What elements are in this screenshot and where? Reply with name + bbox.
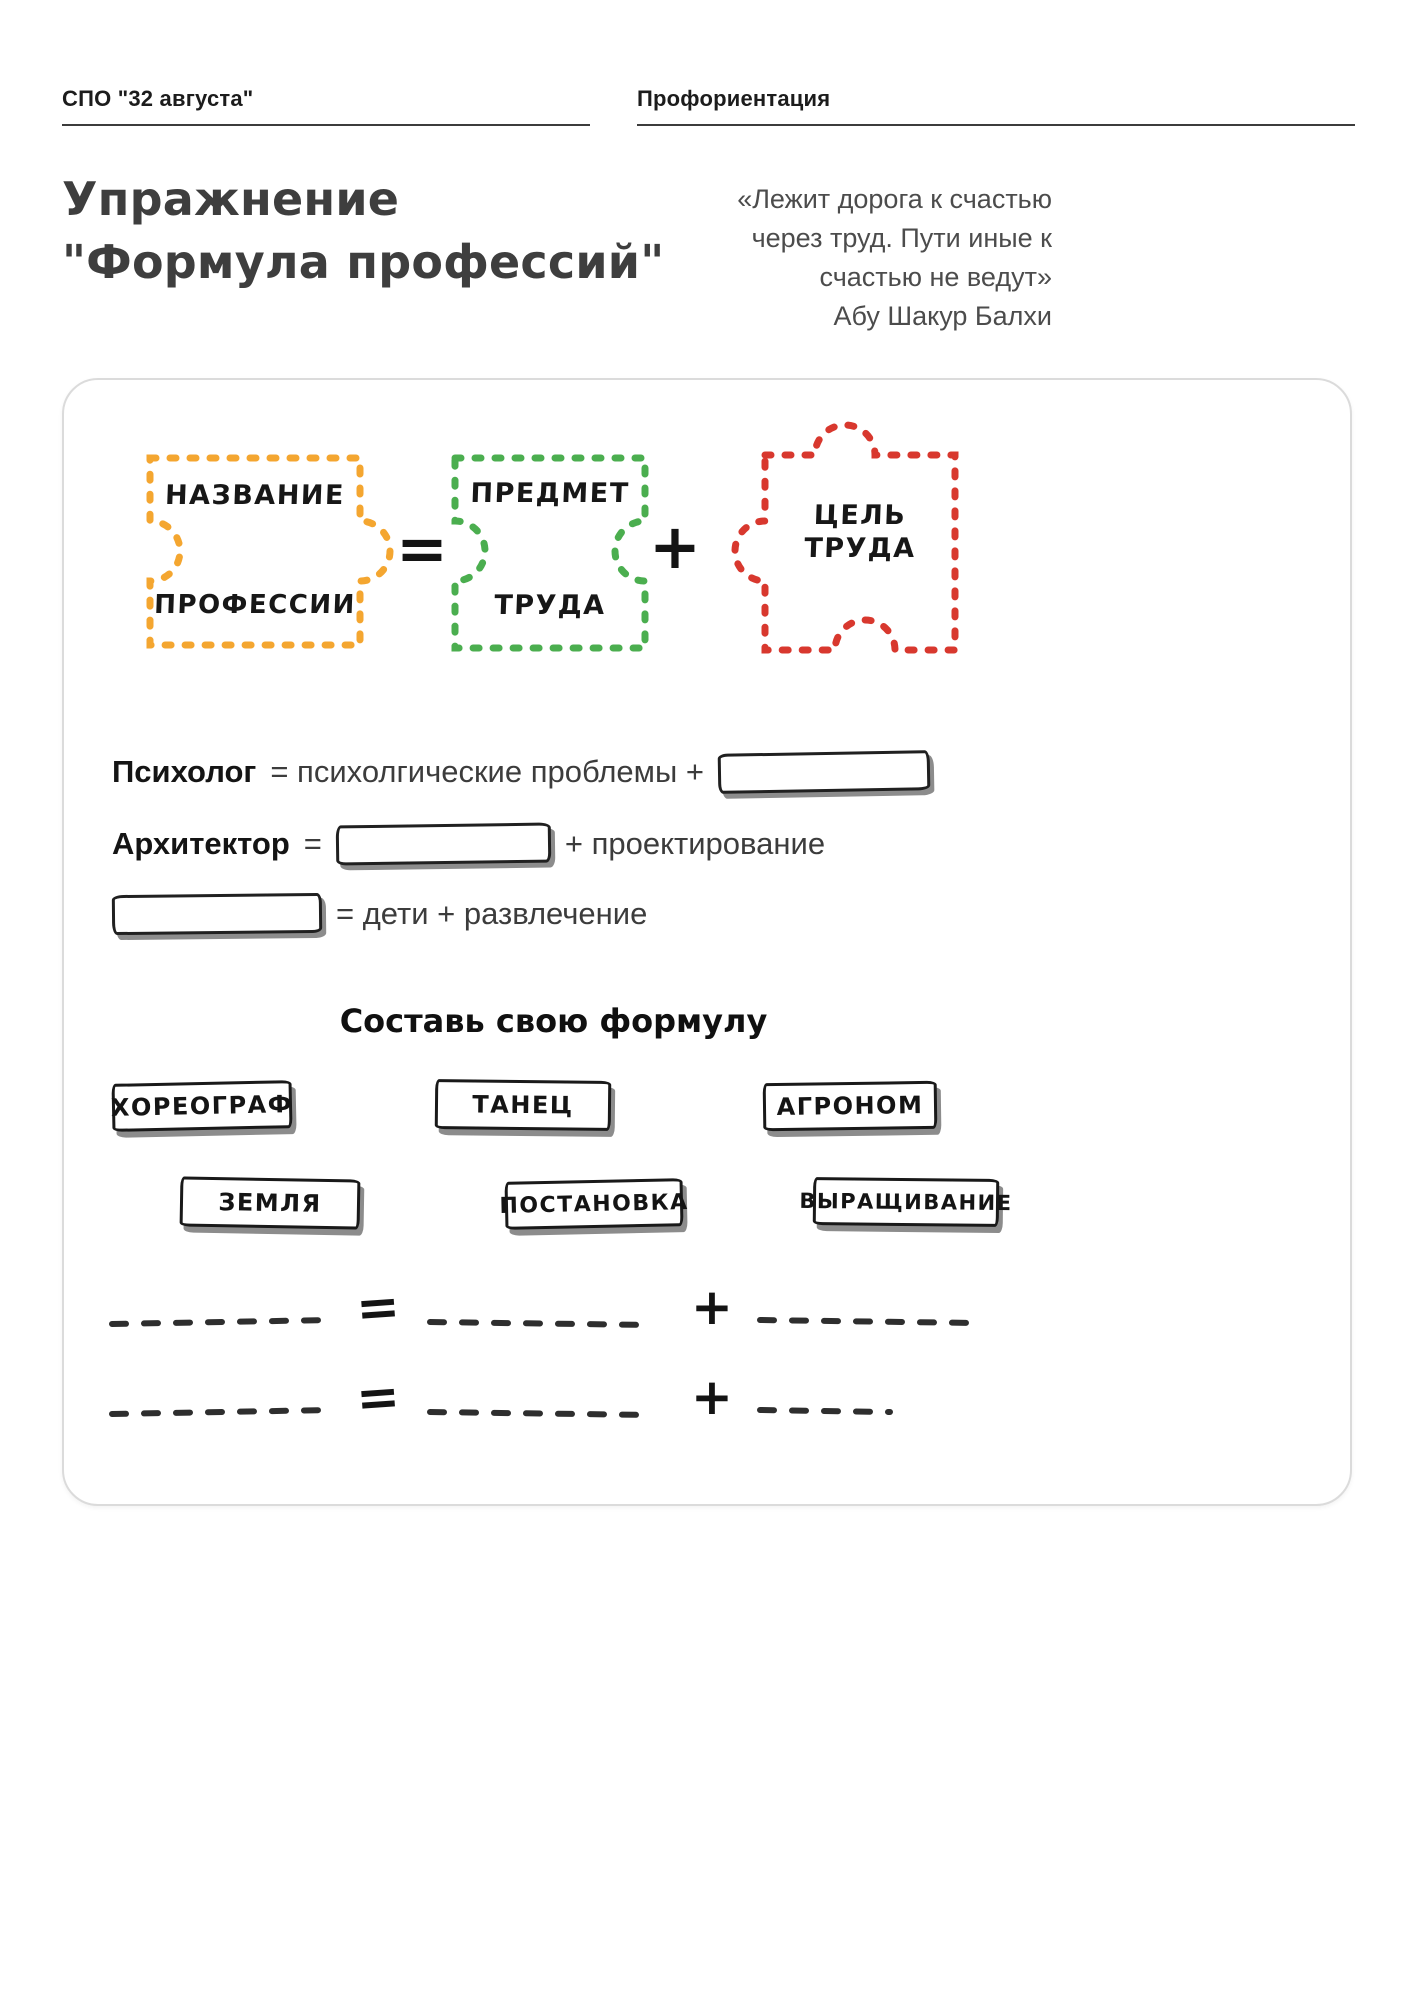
formula-text: + проектирование: [564, 826, 826, 861]
word-card-staging: ПОСТАНОВКА: [499, 1178, 689, 1230]
header-left: СПО "32 августа": [62, 86, 254, 111]
example-formula-psychologist: Психолог = психолгические проблемы +: [112, 748, 931, 796]
page-title-line2: "Формула профессий": [62, 234, 665, 289]
example-formula-entertainer: = дети + развлечение: [111, 890, 648, 938]
quote-author: Абу Шакур Балхи: [833, 301, 1052, 332]
quote-line-2: через труд. Пути иные к: [751, 223, 1052, 254]
formula-text: = дети + развлечение: [336, 896, 648, 931]
word-card-agronomist: АГРОНОМ: [762, 1080, 938, 1132]
word-card-choreographer: ХОРЕОГРАФ: [111, 1080, 293, 1132]
profession-name: Психолог: [112, 754, 257, 789]
answer-blank-profession: [111, 892, 323, 936]
puzzle-piece-work-goal-outline: [731, 421, 959, 654]
puzzle-formula-graphic: [146, 421, 959, 654]
page-title-line1: Упражнение: [62, 172, 400, 226]
blank-line-row1-c: [757, 1317, 978, 1326]
puzzle-label-goal-work: ТРУДА: [803, 533, 917, 564]
answer-blank-subject: [335, 822, 552, 866]
plus-sign-puzzle: +: [649, 510, 701, 583]
blank-line-row1-b: [427, 1319, 653, 1328]
epigraph-quote: «Лежит дорога к счастью через труд. Пути…: [737, 180, 1052, 337]
blank-line-row1-a: [109, 1317, 333, 1327]
puzzle-label-name: НАЗВАНИЕ: [164, 480, 346, 511]
plus-sign-row1: +: [691, 1278, 733, 1336]
puzzle-piece-profession-name-outline: [146, 454, 394, 649]
formula-text: = психолгические проблемы +: [270, 754, 704, 789]
blank-line-row2-b: [427, 1409, 653, 1418]
blank-line-row2-c: [757, 1407, 893, 1415]
word-card-dance: ТАНЕЦ: [434, 1079, 612, 1131]
puzzle-label-subject-work: ТРУДА: [493, 590, 607, 621]
equals-sign-puzzle: =: [396, 512, 448, 585]
blank-line-row2-a: [109, 1407, 333, 1417]
equals-sign-row2: =: [354, 1366, 402, 1430]
plus-sign-row2: +: [691, 1368, 733, 1426]
equals-sign-row1: =: [354, 1276, 402, 1340]
section-title: Составь свою формулу: [339, 1002, 768, 1040]
quote-line-3: счастью не ведут»: [819, 262, 1053, 293]
answer-blank-goal: [717, 750, 931, 794]
header-right: Профориентация: [637, 86, 831, 111]
puzzle-label-goal: ЦЕЛЬ: [813, 500, 907, 531]
page-title: Упражнение "Формула профессий": [62, 168, 664, 293]
word-card-growing: ВЫРАЩИВАНИЕ: [799, 1177, 1013, 1227]
header-right-rule: [637, 124, 1355, 126]
puzzle-label-subject: ПРЕДМЕТ: [469, 478, 631, 509]
quote-line-1: «Лежит дорога к счастью: [737, 184, 1052, 214]
blank-formula-lines: [109, 1317, 978, 1418]
word-card-land: ЗЕМЛЯ: [179, 1176, 361, 1230]
formula-equals: =: [303, 826, 322, 861]
puzzle-label-profession: ПРОФЕССИИ: [153, 590, 357, 620]
example-formula-architect: Архитектор = + проектирование: [112, 820, 825, 868]
header-left-rule: [62, 124, 590, 126]
puzzle-piece-work-subject-outline: [451, 454, 649, 652]
profession-name: Архитектор: [112, 826, 290, 861]
